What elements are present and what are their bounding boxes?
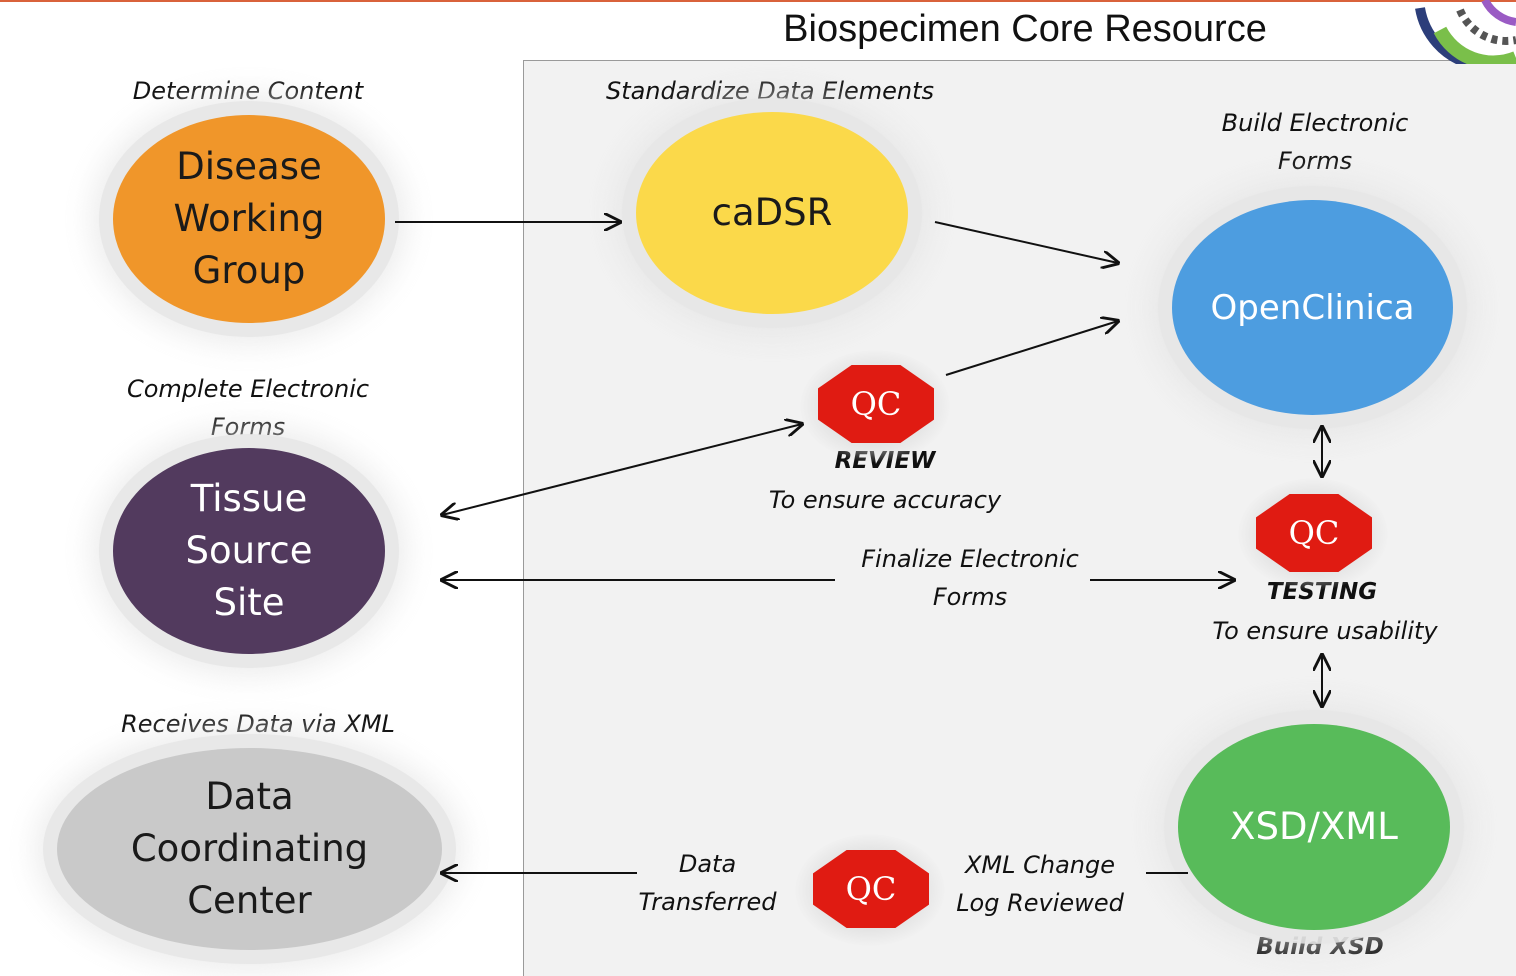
finalize-line-2: Forms [932,583,1008,611]
data-coordinating-center-node: Data Coordinating Center [57,748,442,950]
qc-review-badge: QC [818,365,934,443]
dcc-line-1: Data [205,775,294,818]
tissue-line-1: Tissue [190,477,308,520]
standardize-label: Standardize Data Elements [605,77,935,105]
disease-working-group-node: Disease Working Group [113,115,385,323]
build-forms-line-1: Build Electronic [1221,109,1409,137]
double-arrow-icon [442,424,802,515]
page-title: Biospecimen Core Resource [783,8,1267,50]
data-transferred-label: Data Transferred [620,845,795,921]
complete-forms-line-2: Forms [210,413,286,441]
tissue-line-3: Site [213,581,285,624]
openclinica-node: OpenClinica [1172,200,1453,415]
build-xsd-label: Build XSD [1256,934,1384,960]
build-forms-line-2: Forms [1277,147,1353,175]
testing-sub-label: To ensure usability [1212,617,1438,645]
finalize-label: Finalize Electronic Forms [835,540,1105,616]
arrow-icon [945,321,1118,376]
tissue-source-site-node: Tissue Source Site [113,448,385,654]
tissue-line-2: Source [185,529,313,572]
xml-change-label: XML Change Log Reviewed [935,846,1145,922]
review-sub-label: To ensure accuracy [768,486,1002,514]
disease-line-3: Group [192,249,306,292]
xsd-xml-node: XSD/XML [1178,724,1450,930]
arrow-icon [934,221,1118,263]
data-transferred-line-1: Data [678,850,737,878]
disease-line-2: Working [173,197,325,240]
top-rule [0,0,1516,2]
xsd-xml-label: XSD/XML [1230,805,1398,848]
receives-data-label: Receives Data via XML [121,710,395,738]
dcc-line-2: Coordinating [130,827,369,870]
data-transferred-line-2: Transferred [638,888,777,916]
xml-change-line-1: XML Change [964,851,1116,879]
qc-testing-badge: QC [1256,494,1372,572]
dcc-line-3: Center [187,879,312,922]
logo-wheel-icon [1415,0,1516,64]
openclinica-label: OpenClinica [1210,287,1415,328]
qc-transfer-badge: QC [813,850,929,928]
xml-change-line-2: Log Reviewed [956,889,1124,917]
disease-line-1: Disease [176,145,322,188]
determine-content-label: Determine Content [132,77,364,105]
finalize-line-1: Finalize Electronic [861,545,1079,573]
complete-forms-label: Complete Electronic Forms [98,370,398,446]
cadsr-node: caDSR [636,112,908,314]
build-forms-label: Build Electronic Forms [1165,104,1465,180]
complete-forms-line-1: Complete Electronic [126,375,370,403]
cadsr-label: caDSR [711,191,833,234]
